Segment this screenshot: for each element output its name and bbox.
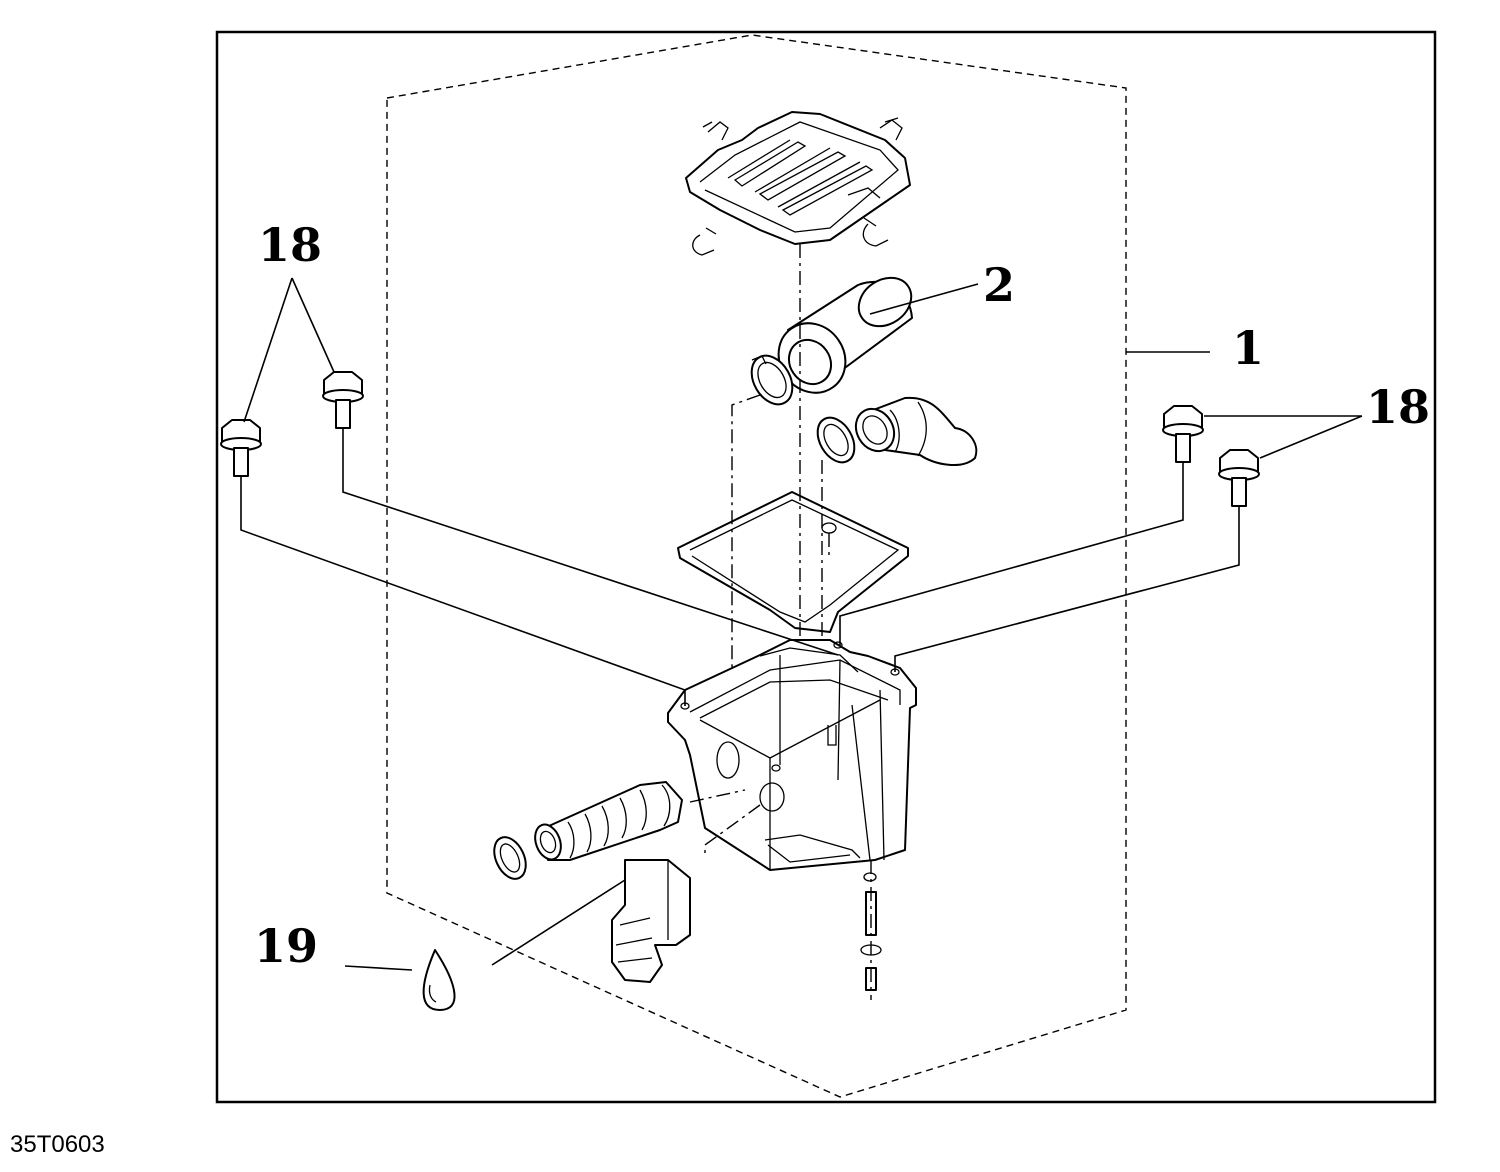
callout-18-right-leader <box>1204 415 1363 459</box>
bolt-path-left-lower <box>240 476 686 706</box>
filter-leader <box>869 283 979 315</box>
sealant-leader <box>491 879 626 966</box>
bolt-path-right-lower <box>894 506 1240 672</box>
bolt-right-upper <box>1162 405 1204 463</box>
callout-19: 19 <box>254 919 318 973</box>
callout-1: 1 <box>1232 321 1264 375</box>
cover-latch-clips <box>692 117 903 256</box>
bolt-path-right-upper <box>839 462 1184 645</box>
bolt-right-lower <box>1218 449 1260 507</box>
inlet-clamp <box>493 836 527 880</box>
air-filter-element <box>777 276 913 394</box>
sealant-drop-icon <box>422 949 456 1011</box>
inlet-axis <box>689 789 746 803</box>
filter-clamp <box>750 354 794 406</box>
airbox-cover <box>685 111 911 245</box>
airbox-housing <box>667 639 917 871</box>
outlet-elbow-hose <box>854 396 978 466</box>
bolt-left-lower <box>220 419 262 477</box>
sealant-arrow <box>344 965 413 971</box>
drain-elbow-tube <box>611 859 691 983</box>
inlet-duct <box>534 781 683 861</box>
airbox-gasket <box>677 491 909 633</box>
bolt-path-left-upper <box>342 428 839 656</box>
bolt-left-upper <box>322 371 364 429</box>
filter-clamp-axis <box>731 394 761 740</box>
callout-18-left-leader <box>243 277 335 423</box>
callout-18-left: 18 <box>258 218 322 272</box>
outlet-clamp <box>816 416 856 464</box>
diagram-frame <box>215 30 1437 1104</box>
drawing-code: 35T0603 <box>10 1131 105 1158</box>
assembly-envelope <box>386 34 1127 1098</box>
callout-2: 2 <box>983 258 1015 312</box>
callout-18-right: 18 <box>1366 380 1430 434</box>
drain-valve-parts <box>860 860 882 1000</box>
